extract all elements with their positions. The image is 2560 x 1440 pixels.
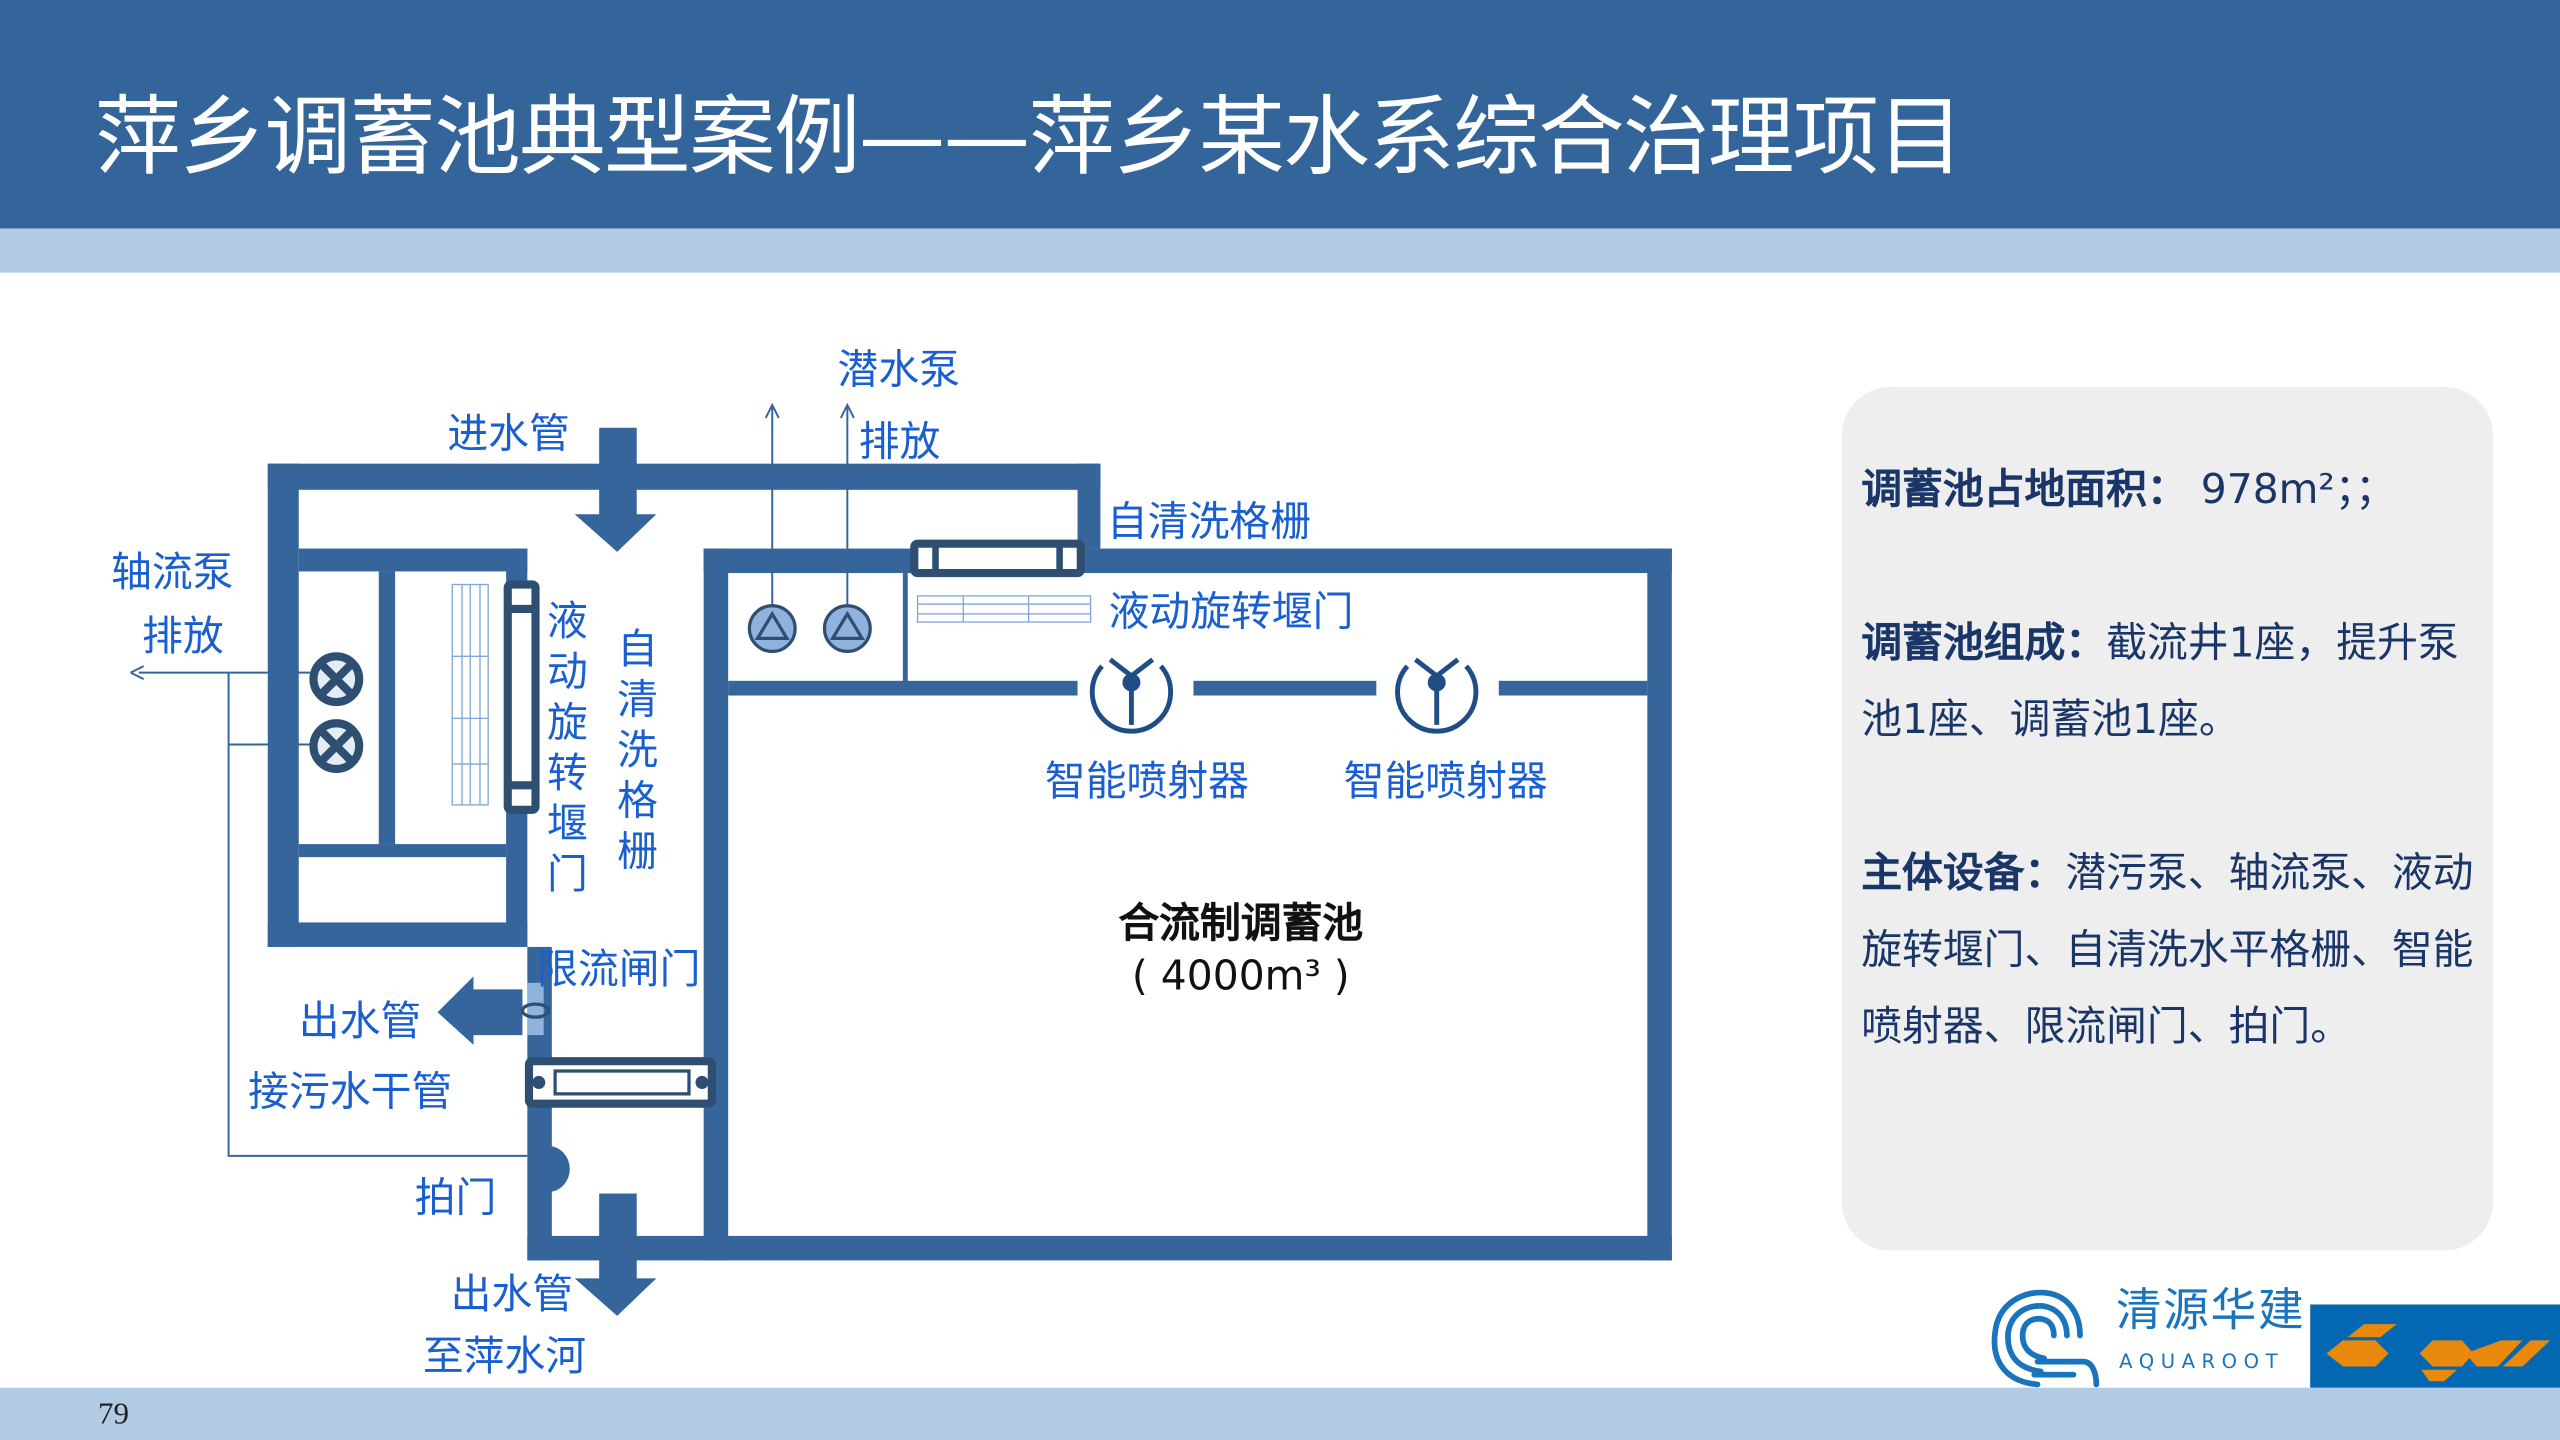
label-flap-gate: 拍门 <box>414 1173 497 1222</box>
label-inlet-pipe: 进水管 <box>447 409 570 458</box>
axial-pump-pipes <box>138 671 528 1157</box>
label-smart-ejector-2: 智能喷射器 <box>1343 757 1548 805</box>
smart-ejector-icon <box>1089 657 1479 734</box>
outlet-left-arrow-icon <box>437 976 523 1045</box>
label-to-river: 至萍水河 <box>422 1332 587 1380</box>
label-outlet-pipe-bottom: 出水管 <box>450 1270 574 1318</box>
partner-logo <box>2310 1304 2560 1388</box>
label-sewage-main: 接污水干管 <box>248 1067 453 1116</box>
axial-pump-icon <box>309 652 364 774</box>
aquaroot-logo-icon <box>1991 1289 2100 1388</box>
inlet-arrow-icon <box>574 427 657 552</box>
flap-gate-icon <box>538 1146 570 1192</box>
aquaroot-logo: 清源华建 AQUAROOT <box>1988 1283 2309 1388</box>
header-accent-band <box>0 228 2560 273</box>
equipment-value: 潜污泵、轴流泵、液动旋转堰门、自清洗水平格栅、智能喷射器、限流闸门、拍门。 <box>1861 848 2474 1050</box>
area-value: 978m²；； <box>2187 465 2397 513</box>
vertical-weir-gate-icon <box>503 580 540 814</box>
label-vertical-weir-gate: 液动旋转堰门 <box>546 597 588 898</box>
pump-discharge-arrow-icon <box>839 402 855 629</box>
composition-value: 截流井1座，提升泵池1座、调蓄池1座。 <box>1861 618 2459 743</box>
tank-label: 合流制调蓄池 ( 4000m³ ) <box>1078 898 1405 1002</box>
bottom-grille-icon <box>524 1057 716 1108</box>
flow-limit-gate-icon <box>520 982 551 1036</box>
page-number: 79 <box>97 1397 129 1432</box>
equipment-info: 主体设备：潜污泵、轴流泵、液动旋转堰门、自清洗水平格栅、智能喷射器、限流闸门、拍… <box>1861 834 2490 1064</box>
aquaroot-name-en: AQUAROOT <box>2119 1350 2285 1374</box>
label-discharge: 排放 <box>858 417 941 466</box>
partner-logo-icon <box>2326 1324 2551 1382</box>
composition-label: 调蓄池组成： <box>1861 618 2107 667</box>
horizontal-weir-gate-icon <box>916 595 1092 623</box>
page-title: 萍乡调蓄池典型案例——萍乡某水系综合治理项目 <box>94 88 1964 188</box>
tank-name: 合流制调蓄池 <box>1118 899 1364 947</box>
label-smart-ejector-1: 智能喷射器 <box>1044 757 1250 805</box>
outlet-bottom-arrow-icon <box>574 1193 657 1316</box>
label-axial-discharge: 排放 <box>142 612 224 660</box>
label-submersible-pump: 潜水泵 <box>837 346 961 394</box>
tank-volume: ( 4000m³ ) <box>1131 951 1350 1000</box>
label-hydraulic-weir-gate: 液动旋转堰门 <box>1108 587 1354 636</box>
walls <box>267 463 1672 1261</box>
info-panel <box>1841 386 2494 1251</box>
aquaroot-name-cn: 清源华建 <box>2115 1283 2306 1338</box>
equipment-label: 主体设备： <box>1861 848 2066 897</box>
composition-info: 调蓄池组成：截流井1座，提升泵池1座、调蓄池1座。 <box>1861 604 2490 757</box>
label-self-cleaning-grille: 自清洗格栅 <box>1106 497 1312 546</box>
label-flow-limit-gate: 限流闸门 <box>537 945 701 993</box>
footer-bar <box>0 1387 2560 1440</box>
header-bar: 萍乡调蓄池典型案例——萍乡某水系综合治理项目 <box>0 0 2560 229</box>
label-vertical-grille: 自清洗格栅 <box>617 625 658 876</box>
area-label: 调蓄池占地面积： <box>1861 465 2188 513</box>
area-info: 调蓄池占地面积： 978m²；； <box>1861 451 2490 528</box>
vertical-grille-icon <box>451 583 489 806</box>
submersible-pump-icon <box>747 604 872 654</box>
top-grille-icon <box>910 539 1085 578</box>
label-axial-pump: 轴流泵 <box>111 548 234 596</box>
label-outlet-pipe: 出水管 <box>298 997 422 1045</box>
pump-discharge-arrow-icon <box>764 402 780 629</box>
